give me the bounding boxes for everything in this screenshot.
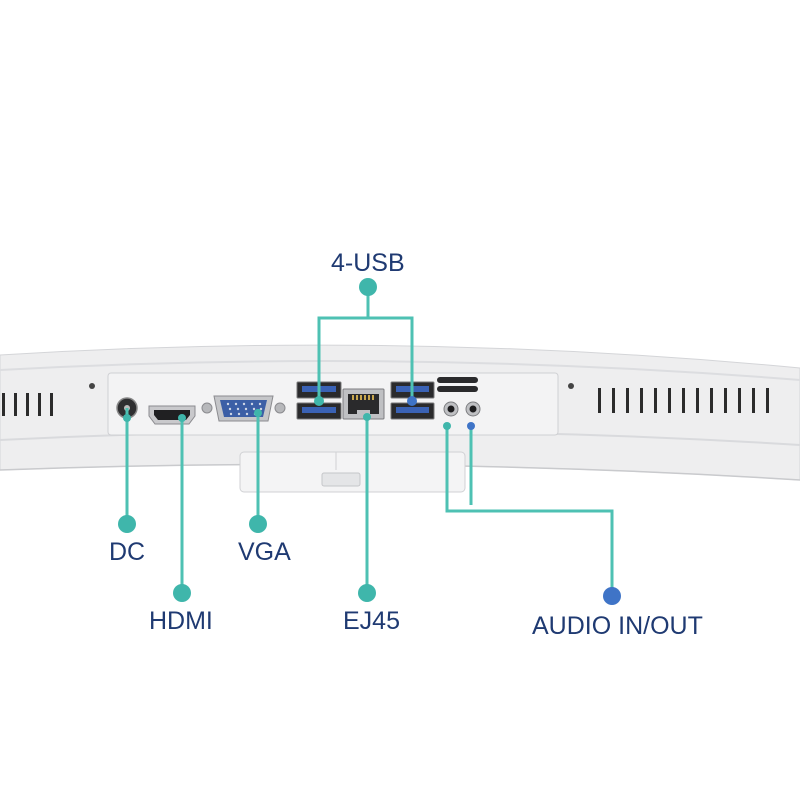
screw-hole-icon — [568, 383, 574, 389]
callout-lines — [125, 290, 614, 595]
usb-label: 4-USB — [331, 249, 405, 277]
stand-mount — [239, 451, 466, 493]
audio-label: AUDIO IN/OUT — [532, 612, 703, 640]
audio-jack-icon — [443, 401, 481, 417]
right-vent-grille — [598, 388, 769, 413]
usb-port-icon — [296, 381, 342, 420]
dc-label: DC — [109, 538, 146, 566]
ethernet-port-icon — [342, 388, 385, 420]
hdmi-port-icon — [148, 405, 196, 425]
callout-dots — [118, 278, 621, 605]
ethernet-label: EJ45 — [343, 607, 400, 635]
kensington-slot-icon — [437, 377, 478, 392]
screw-hole-icon — [89, 383, 95, 389]
hdmi-label: HDMI — [149, 607, 213, 635]
vga-label: VGA — [238, 538, 291, 566]
left-vent-grille — [2, 393, 53, 416]
